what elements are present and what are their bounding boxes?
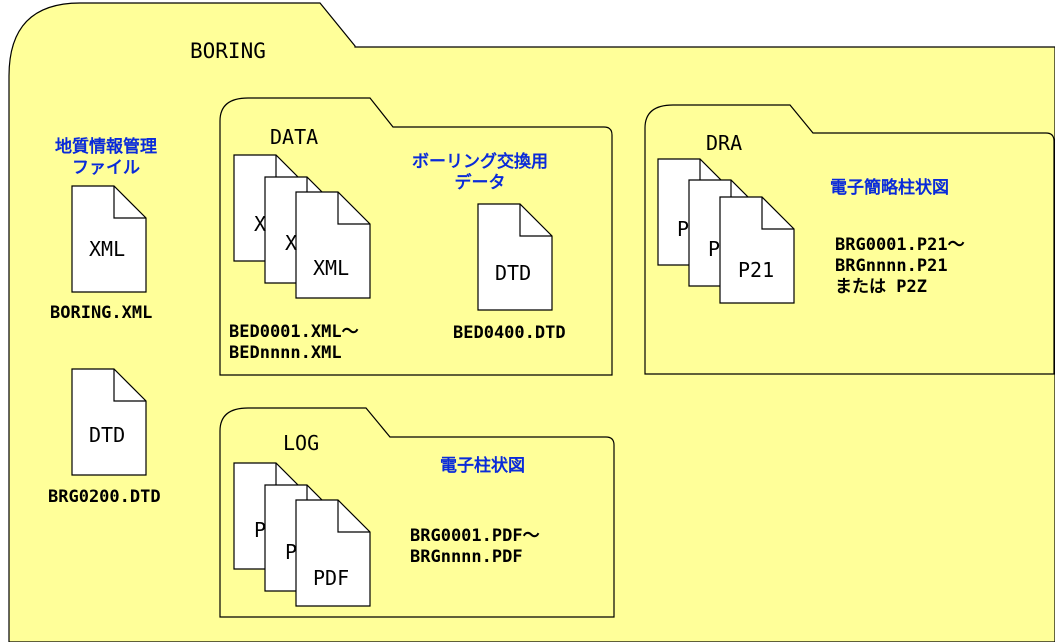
root-folder-title: BORING [190,39,266,63]
data-filenames: BED0001.XML～ BEDnnnn.XML [229,322,359,364]
log-filenames: BRG0001.PDF～ BRGnnnn.PDF [410,526,540,568]
dra-doc-front-label: P21 [738,258,775,282]
data-doc-front-label: XML [313,256,350,280]
boring-xml-icon-label: XML [89,237,126,261]
filename-line: BRG0001.PDF～ [410,526,540,546]
dra-doc-middle-label: P [708,237,721,261]
log-doc-middle-label: P [285,540,298,564]
filename-line: BRGnnnn.P21 [835,256,948,276]
electronic-simplified-log-caption: 電子簡略柱状図 [830,178,949,198]
data-doc-back-label: X [254,212,267,236]
dra-folder-shape [644,104,1055,375]
electronic-log-caption: 電子柱状図 [440,456,525,476]
filename-line: BRGnnnn.PDF [410,547,523,567]
dra-doc-back-label: P [677,217,690,241]
data-folder-title: DATA [270,125,319,149]
log-folder-title: LOG [283,431,320,455]
caption-line: ボーリング交換用 [412,152,548,172]
bed0400-dtd-filename: BED0400.DTD [453,323,566,343]
bed0400-dtd-icon-label: DTD [495,261,532,285]
brg0200-dtd-filename: BRG0200.DTD [48,487,161,507]
brg0200-dtd-icon-label: DTD [89,423,126,447]
data-doc-middle-label: X [285,231,298,255]
caption-line: データ [454,173,506,193]
filename-line: または P2Z [835,277,927,297]
boring-xml-filename: BORING.XML [50,303,153,323]
dra-folder-title: DRA [706,131,743,155]
filename-line: BED0001.XML～ [229,322,359,342]
dra-filenames: BRG0001.P21～ BRGnnnn.P21 または P2Z [835,235,965,298]
caption-line: ファイル [72,158,140,178]
caption-line: 地質情報管理 [55,137,157,157]
boring-exchange-data-caption: ボーリング交換用 データ [400,152,560,194]
filename-line: BRG0001.P21～ [835,235,965,255]
log-doc-back-label: P [254,518,267,542]
log-doc-front-label: PDF [313,566,350,590]
filename-line: BEDnnnn.XML [229,343,342,363]
geology-management-file-caption: 地質情報管理 ファイル [36,137,176,179]
